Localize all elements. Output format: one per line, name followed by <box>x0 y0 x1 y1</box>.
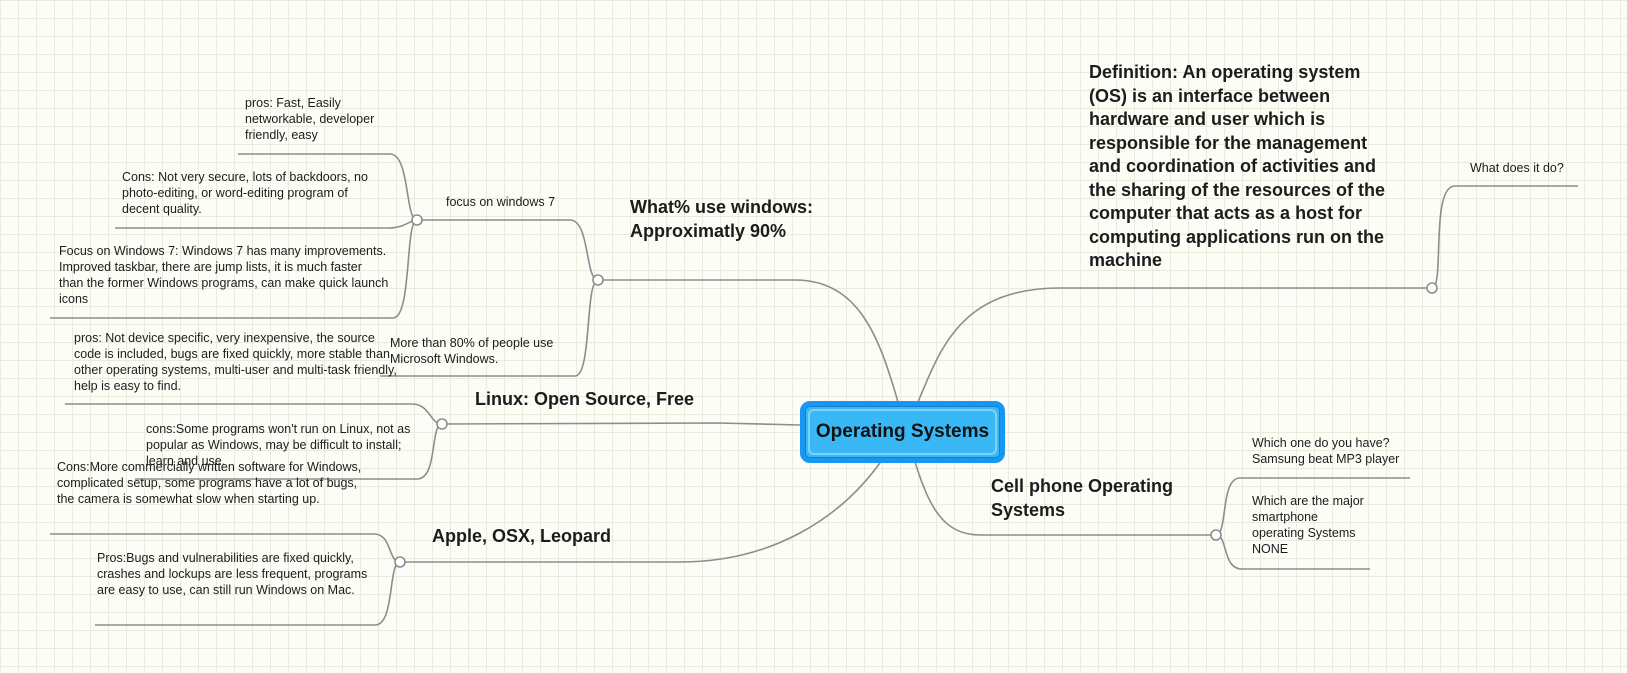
junction-apple <box>394 556 406 568</box>
central-topic-label: Operating Systems <box>815 421 990 442</box>
which-one-topic[interactable]: Which one do you have? Samsung beat MP3 … <box>1252 436 1400 466</box>
focus-windows7-topic[interactable]: focus on windows 7 <box>446 195 556 209</box>
link-focus-detail <box>50 219 418 319</box>
cell-phone-topic[interactable]: Cell phone Operating Systems <box>991 476 1174 520</box>
linux-cons-topic[interactable]: cons:Some programs won't run on Linux, n… <box>146 422 411 468</box>
junction-linux <box>436 418 448 430</box>
windows7-focus-detail-topic[interactable]: Focus on Windows 7: Windows 7 has many i… <box>59 244 389 306</box>
windows-pros-topic[interactable]: pros: Fast, Easily networkable, develope… <box>245 96 375 142</box>
link-windows-focus <box>417 219 599 281</box>
linux-pros-topic[interactable]: pros: Not device specific, very inexpens… <box>74 331 397 393</box>
link-central-cellphone <box>914 461 1216 536</box>
apple-topic[interactable]: Apple, OSX, Leopard <box>432 526 612 546</box>
windows-cons-topic[interactable]: Cons: Not very secure, lots of backdoors… <box>122 170 368 216</box>
definition-topic[interactable]: Definition: An operating system (OS) is … <box>1089 62 1386 270</box>
central-topic-inner-border <box>808 409 997 455</box>
link-central-definition <box>917 287 1432 403</box>
central-topic[interactable]: Operating Systems <box>800 401 1005 463</box>
windows-usage-topic[interactable]: More than 80% of people use Microsoft Wi… <box>390 336 554 366</box>
major-smartphone-topic[interactable]: Which are the major smartphone operating… <box>1252 494 1364 556</box>
junction-focus <box>411 214 423 226</box>
link-central-windows <box>598 279 899 403</box>
link-definition-whatdoes <box>1431 185 1578 289</box>
linux-topic[interactable]: Linux: Open Source, Free <box>475 389 695 409</box>
apple-cons-topic[interactable]: Cons:More commercially written software … <box>57 460 362 506</box>
junction-definition <box>1426 282 1438 294</box>
windows-topic[interactable]: What% use windows: Approximatly 90% <box>630 197 814 241</box>
apple-pros-topic[interactable]: Pros:Bugs and vulnerabilities are fixed … <box>97 551 368 597</box>
link-focus-cons <box>115 219 418 229</box>
link-windows-usage <box>380 279 599 377</box>
junction-windows <box>592 274 604 286</box>
link-central-linux <box>441 422 801 426</box>
what-does-it-do-topic[interactable]: What does it do? <box>1470 161 1564 175</box>
junction-cellphone <box>1210 529 1222 541</box>
link-central-apple <box>400 459 883 563</box>
